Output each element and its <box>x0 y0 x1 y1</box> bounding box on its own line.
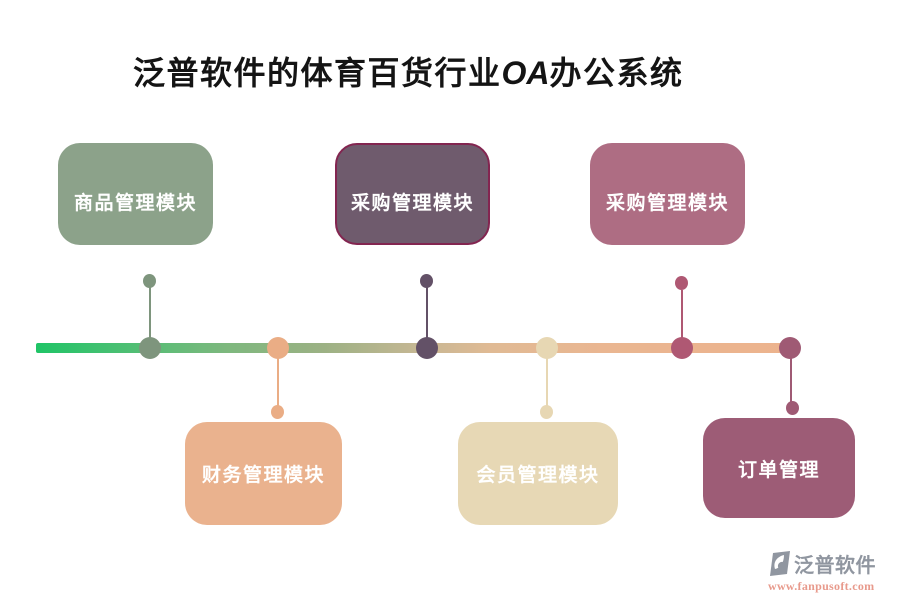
module-label: 财务管理模块 <box>201 465 325 486</box>
fanpu-logo-text: 泛普软件 <box>794 555 876 577</box>
module-box-purchase-2: 采购管理模块 <box>590 143 745 245</box>
connector-line <box>277 357 279 407</box>
module-label: 商品管理模块 <box>73 192 197 214</box>
timeline-bar <box>36 343 793 353</box>
page-title-suffix: 办公系统 <box>549 55 684 91</box>
module-label: 采购管理模块 <box>605 192 729 214</box>
page-title-prefix: 泛普软件的体育百货行业 <box>133 55 502 91</box>
page-title: 泛普软件的体育百货行业OA办公系统 <box>133 48 684 94</box>
module-label: 会员管理模块 <box>476 465 600 486</box>
connector-cap-dot <box>540 405 553 419</box>
fanpu-logo-icon <box>770 551 790 576</box>
module-box-order: 订单管理 <box>703 418 855 518</box>
connector-line <box>426 287 428 339</box>
module-box-goods: 商品管理模块 <box>58 143 213 245</box>
connector-cap-dot <box>786 401 799 415</box>
module-label: 订单管理 <box>737 459 820 481</box>
connector-cap-dot <box>143 274 156 288</box>
connector-line <box>790 357 792 402</box>
fanpu-logo-url: www.fanpusoft.com <box>768 579 875 593</box>
module-label: 采购管理模块 <box>350 192 474 214</box>
timeline-node-dot <box>536 337 558 359</box>
module-box-finance: 财务管理模块 <box>185 422 342 525</box>
connector-cap-dot <box>271 405 284 419</box>
timeline-node-dot <box>779 337 801 359</box>
fanpu-logo: 泛普软件 www.fanpusoft.com <box>768 549 893 594</box>
timeline-node-dot <box>416 337 438 359</box>
timeline-node-dot <box>139 337 161 359</box>
connector-line <box>681 290 683 339</box>
page-title-oa: OA <box>501 55 550 91</box>
connector-line <box>149 287 151 339</box>
connector-cap-dot <box>420 274 433 288</box>
timeline-node-dot <box>267 337 289 359</box>
connector-cap-dot <box>675 276 688 290</box>
timeline-node-dot <box>671 337 693 359</box>
module-box-member: 会员管理模块 <box>458 422 618 525</box>
connector-line <box>546 357 548 407</box>
module-box-purchase-1: 采购管理模块 <box>335 143 490 245</box>
